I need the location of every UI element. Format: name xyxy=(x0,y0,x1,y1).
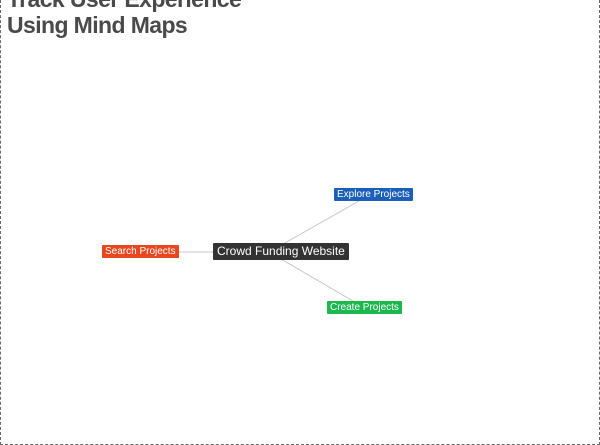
page-title-line-1: Track User Experience xyxy=(7,0,242,13)
node-explore-projects[interactable]: Explore Projects xyxy=(334,188,413,201)
node-search-projects[interactable]: Search Projects xyxy=(102,245,179,258)
node-crowd-funding-website[interactable]: Crowd Funding Website xyxy=(213,243,349,260)
page-title-line-2: Using Mind Maps xyxy=(7,12,188,38)
link-create-projects xyxy=(268,251,354,302)
node-create-projects[interactable]: Create Projects xyxy=(327,301,402,314)
